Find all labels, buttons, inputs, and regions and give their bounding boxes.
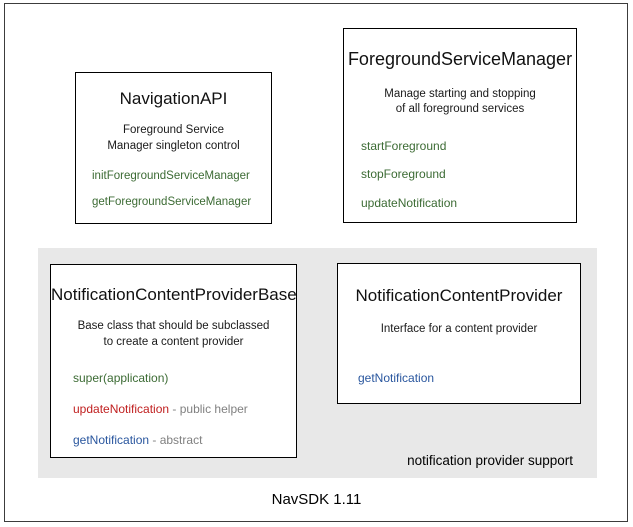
group-panel-label: notification provider support (407, 453, 573, 468)
member-note: - public helper (169, 402, 248, 417)
member-name: getForegroundServiceManager (92, 195, 252, 208)
class-description-line-1: Manage starting and stopping (384, 87, 536, 100)
member-name: initForegroundServiceManager (92, 170, 250, 183)
member-name: getNotification (358, 370, 435, 385)
member-item[interactable]: getNotification (358, 370, 580, 386)
class-description-line-2: of all foreground services (395, 103, 525, 116)
member-name: getNotification (73, 433, 150, 448)
member-list-navigation-api: initForegroundServiceManager getForegrou… (76, 170, 271, 208)
class-box-notification-content-provider[interactable]: NotificationContentProvider Interface fo… (337, 263, 581, 404)
member-name: updateNotification (73, 402, 170, 417)
footer-version-label: NavSDK 1.11 (271, 491, 362, 508)
member-name: stopForeground (361, 167, 446, 182)
member-item[interactable]: stopForeground (361, 168, 576, 182)
class-box-foreground-service-manager[interactable]: ForegroundServiceManager Manage starting… (343, 28, 577, 223)
class-description-line-1: Foreground Service (123, 124, 224, 137)
member-name: super(application) (73, 371, 169, 386)
member-list-notification-content-provider-base: super(application) updateNotification - … (51, 372, 296, 447)
class-title-notification-content-provider: NotificationContentProvider (355, 286, 563, 305)
class-description-navigation-api: Foreground Service Manager singleton con… (76, 123, 271, 154)
member-item[interactable]: updateNotification (361, 196, 576, 211)
member-name: startForeground (361, 138, 447, 153)
member-list-foreground-service-manager: startForeground stopForeground updateNot… (344, 138, 576, 211)
class-box-navigation-api[interactable]: NavigationAPI Foreground Service Manager… (75, 72, 272, 224)
class-description-notification-content-provider: Interface for a content provider (338, 322, 580, 338)
member-item[interactable]: super(application) (73, 372, 296, 386)
class-box-notification-content-provider-base[interactable]: NotificationContentProviderBase Base cla… (50, 264, 297, 458)
member-note: - abstract (149, 433, 203, 448)
class-description-line-2: Manager singleton control (107, 139, 240, 152)
member-item[interactable]: getNotification - abstract (73, 433, 296, 448)
class-description-line-1: Base class that should be subclassed (77, 320, 270, 333)
member-list-notification-content-provider: getNotification (338, 370, 580, 386)
class-description-line-2: to create a content provider (103, 335, 244, 348)
class-title-notification-content-provider-base: NotificationContentProviderBase (51, 285, 297, 304)
class-description-line-1: Interface for a content provider (380, 323, 538, 336)
member-item[interactable]: updateNotification - public helper (73, 402, 296, 417)
member-item[interactable]: startForeground (361, 138, 576, 154)
member-name: updateNotification (361, 196, 458, 211)
class-description-notification-content-provider-base: Base class that should be subclassed to … (51, 319, 296, 350)
member-item[interactable]: initForegroundServiceManager (92, 170, 271, 183)
class-title-foreground-service-manager: ForegroundServiceManager (347, 49, 573, 69)
class-description-foreground-service-manager: Manage starting and stopping of all fore… (344, 87, 576, 118)
member-item[interactable]: getForegroundServiceManager (92, 196, 271, 209)
class-title-navigation-api: NavigationAPI (119, 89, 228, 108)
page-frame (4, 3, 628, 522)
